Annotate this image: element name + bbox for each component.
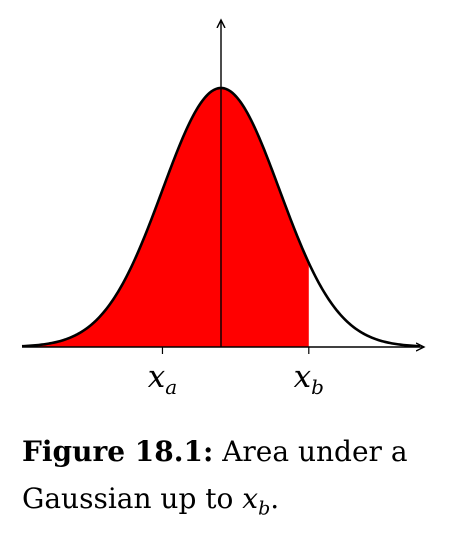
gaussian-plot: xa xb: [21, 0, 450, 399]
caption-end: .: [270, 482, 280, 515]
caption-var-sub: b: [258, 497, 271, 520]
x-tick-label-b: xb: [294, 359, 324, 399]
figure-caption: Figure 18.1: Area under a Gaussian up to…: [22, 428, 432, 533]
caption-text: Area under a Gaussian up to: [22, 435, 408, 515]
caption-variable: xb: [242, 482, 270, 520]
x-ticks: xa xb: [148, 347, 324, 399]
shaded-area-under-curve: [22, 88, 309, 347]
x-tick-label-a: xa: [148, 359, 177, 399]
caption-var-base: x: [242, 482, 259, 515]
gaussian-curve: [21, 86, 421, 348]
caption-label: Figure 18.1:: [22, 435, 214, 468]
